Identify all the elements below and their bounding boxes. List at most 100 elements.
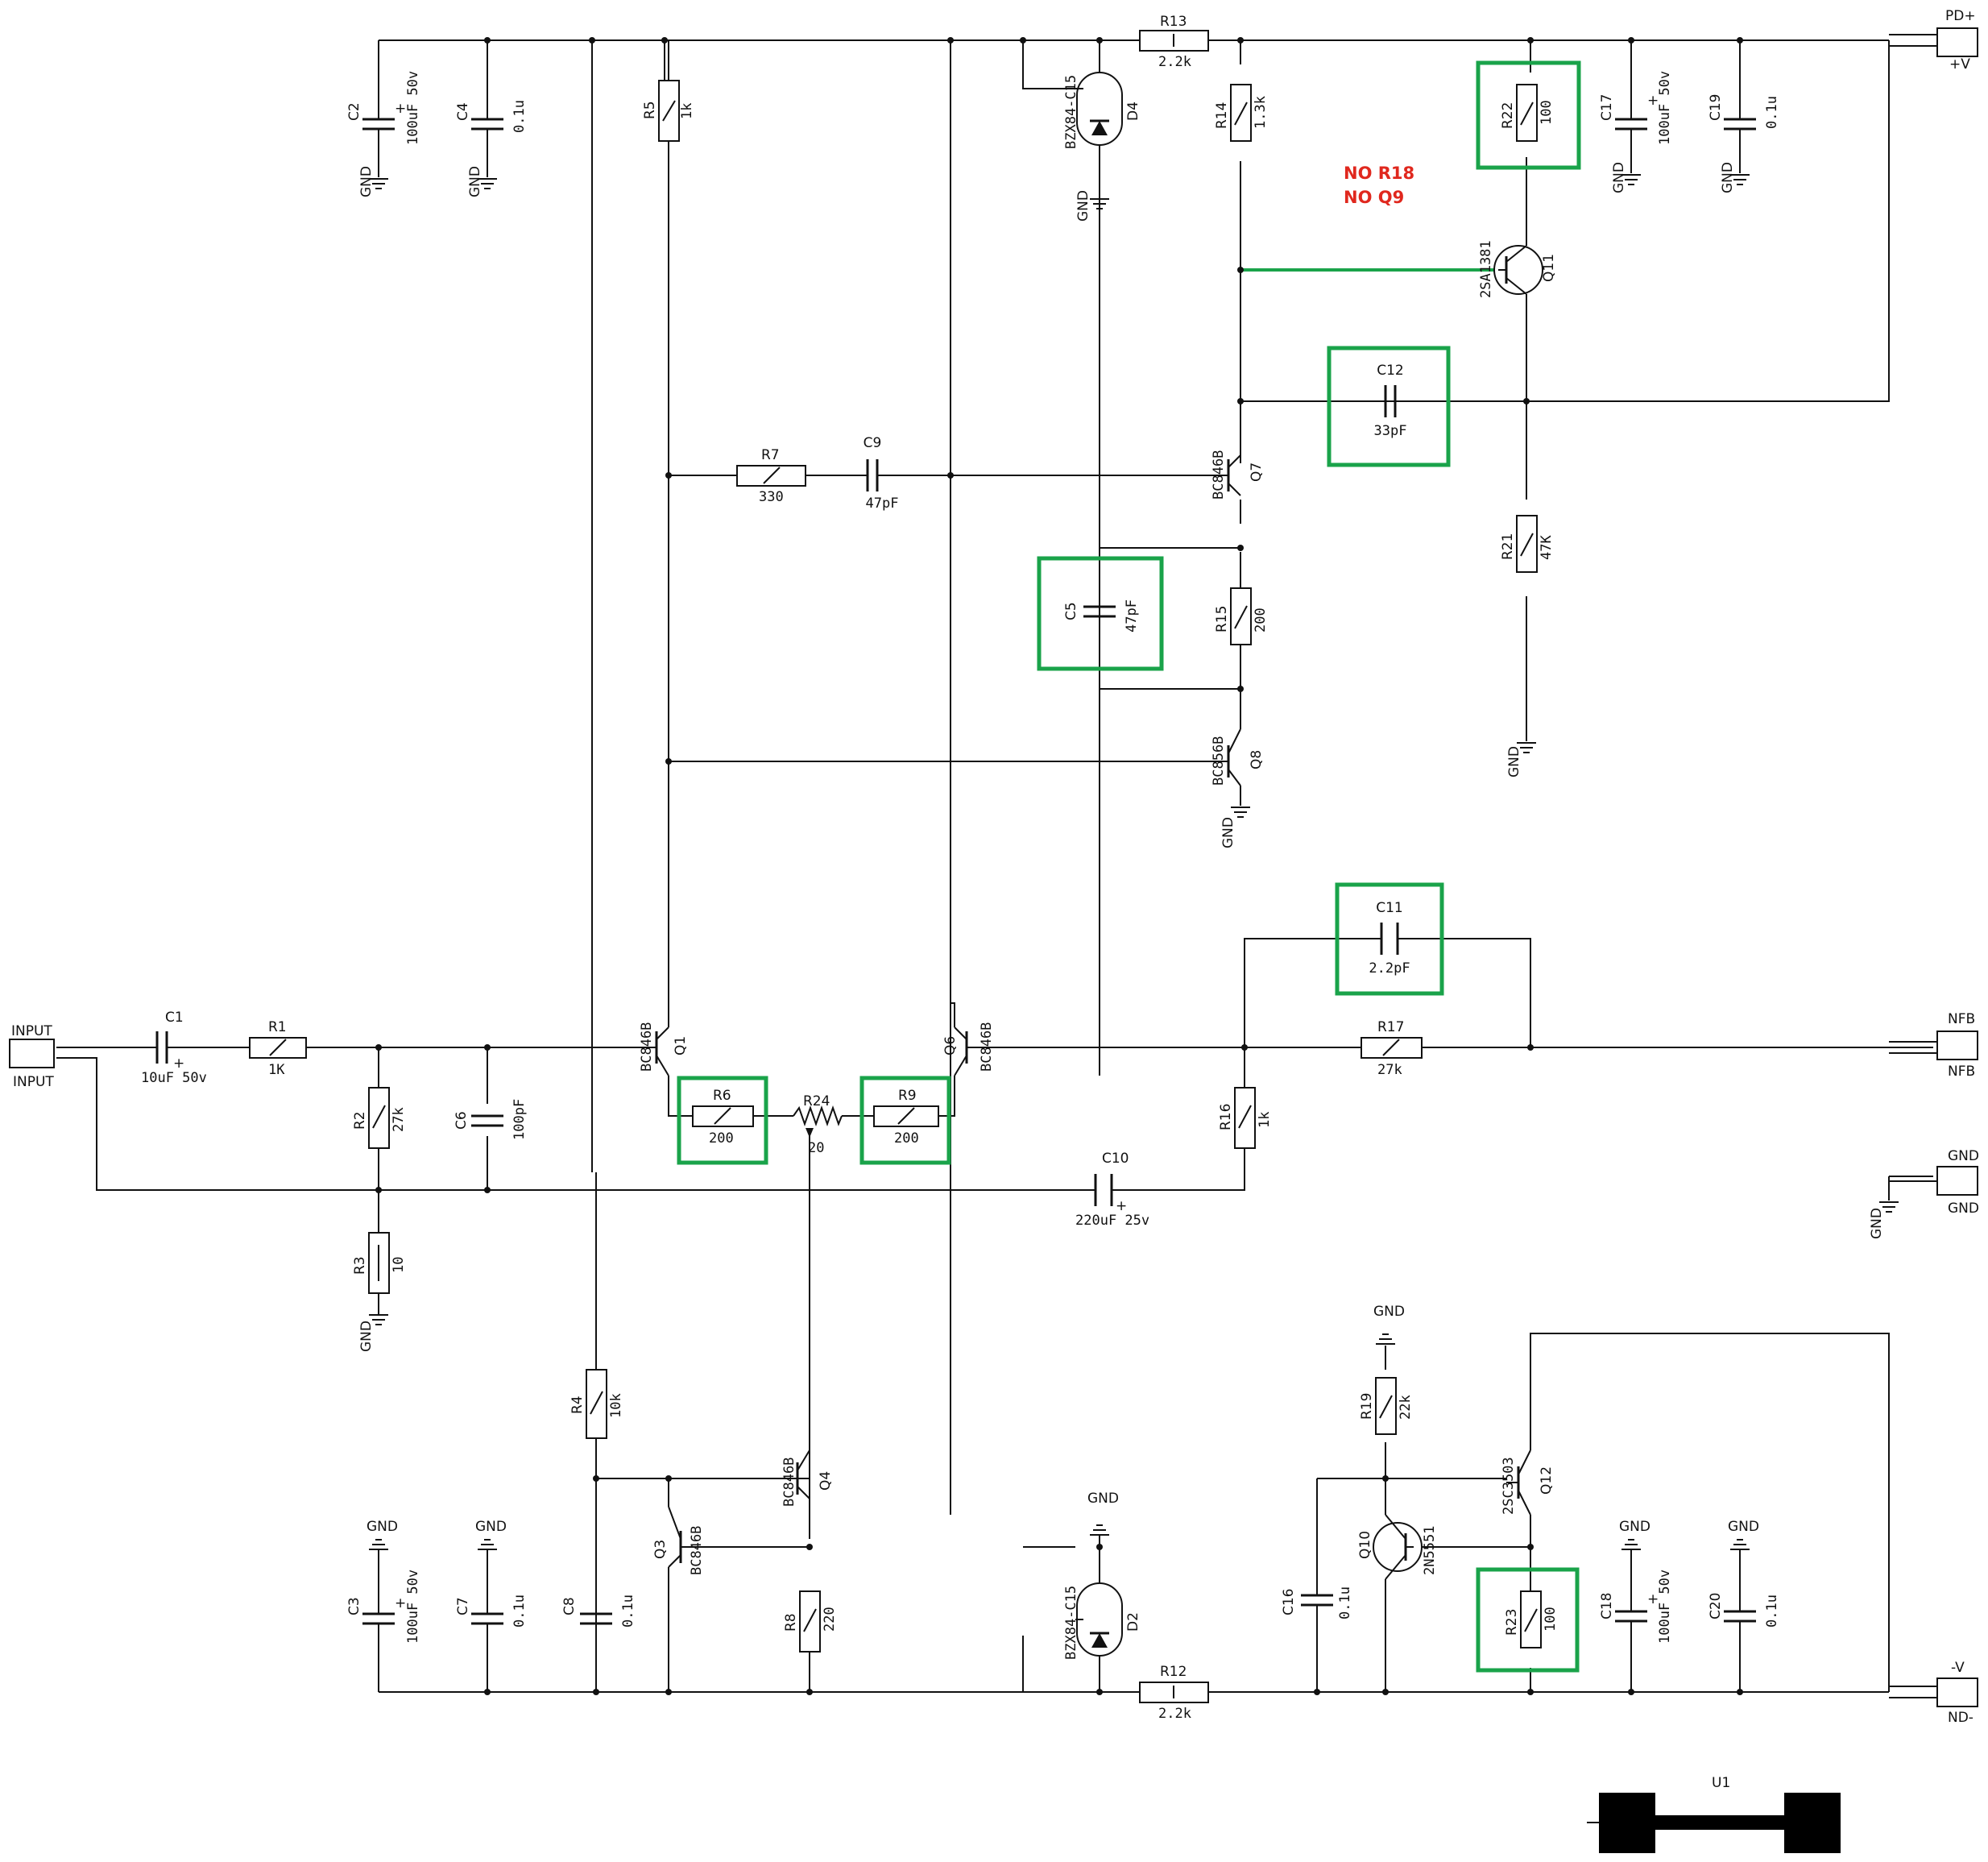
svg-text:C12: C12 — [1377, 363, 1404, 379]
q8-part: BC856B — [1211, 736, 1227, 786]
highlight-r22 — [1476, 60, 1581, 170]
svg-text:C5: C5 — [1063, 602, 1079, 620]
u1-jumper: U1 — [1587, 1775, 1841, 1853]
resistor-r8: R8 220 — [783, 1590, 838, 1653]
c9-value: 47pF — [866, 496, 899, 512]
svg-text:C2: C2 — [346, 102, 362, 121]
junctions — [375, 37, 1743, 1695]
r23-value: 100 — [1543, 1607, 1559, 1632]
connector-pd-plus: PD+ +V — [1889, 8, 1978, 73]
transistor-q8: BC856B Q8 — [1211, 728, 1265, 786]
r5-value: 1k — [679, 103, 695, 119]
svg-text:D2: D2 — [1125, 1612, 1141, 1632]
r2-value: 27k — [391, 1107, 407, 1132]
nd-minus-label: ND- — [1948, 1710, 1974, 1726]
r4-value: 10k — [608, 1393, 624, 1418]
d2-part: BZX84-C15 — [1063, 1586, 1079, 1660]
resistor-r15: R15 200 — [1214, 568, 1269, 693]
r14-value: 1.3k — [1253, 96, 1269, 129]
transistor-q12: 2SC3503 Q12 — [1501, 1449, 1555, 1516]
svg-text:R14: R14 — [1214, 102, 1230, 129]
q3-part: BC846B — [689, 1526, 705, 1575]
transistor-q11: 2SA1381 Q11 — [1478, 240, 1557, 298]
svg-text:GND: GND — [1720, 162, 1736, 193]
cap-c19: C19 0.1u — [1708, 81, 1780, 173]
svg-text:C11: C11 — [1376, 900, 1403, 916]
c16-value: 0.1u — [1337, 1586, 1353, 1619]
svg-text:C7: C7 — [455, 1597, 471, 1615]
cap-c8: C8 0.1u — [561, 1595, 636, 1628]
svg-text:C16: C16 — [1281, 1588, 1297, 1615]
nfb-label-bottom: NFB — [1948, 1064, 1975, 1080]
svg-text:R2: R2 — [352, 1111, 368, 1130]
connector-input: INPUT INPUT — [9, 1023, 55, 1090]
cap-c2: C2 100uF 50v + — [346, 64, 421, 177]
resistor-r2: R2 27k — [352, 1087, 407, 1149]
q1-part: BC846B — [639, 1022, 655, 1072]
wires — [56, 39, 1933, 1693]
resistor-r12: R12 2.2k — [1139, 1664, 1209, 1722]
transistor-q6: Q6 BC846B — [942, 1002, 995, 1076]
svg-text:Q12: Q12 — [1539, 1466, 1555, 1495]
svg-text:+: + — [395, 101, 406, 117]
svg-text:C9: C9 — [864, 435, 882, 451]
svg-text:R3: R3 — [352, 1256, 368, 1275]
c19-value: 0.1u — [1764, 96, 1780, 129]
svg-text:R4: R4 — [569, 1395, 586, 1414]
svg-text:Q10: Q10 — [1357, 1531, 1373, 1559]
svg-text:R17: R17 — [1377, 1019, 1404, 1035]
cap-c6: C6 100pF — [454, 1099, 528, 1140]
svg-text:+: + — [1647, 1591, 1659, 1607]
transistor-q4: BC846B Q4 — [781, 1449, 834, 1539]
svg-text:C3: C3 — [346, 1597, 362, 1615]
r17-value: 27k — [1377, 1062, 1402, 1078]
r1-value: 1K — [268, 1062, 285, 1078]
r22-value: 100 — [1539, 100, 1555, 125]
svg-text:R21: R21 — [1500, 533, 1516, 560]
resistor-r19: R19 22k — [1359, 1377, 1414, 1435]
cap-c1: C1 10uF 50v + — [141, 1010, 207, 1086]
gnd-symbols: GND GND GND GND GND GND GND GND GND GND … — [358, 162, 1899, 1614]
resistor-r1: R1 1K — [249, 1019, 307, 1078]
nfb-label-top: NFB — [1948, 1011, 1975, 1027]
svg-text:D4: D4 — [1125, 102, 1141, 121]
svg-text:+: + — [173, 1055, 184, 1072]
svg-text:R9: R9 — [898, 1088, 917, 1104]
c20-value: 0.1u — [1764, 1595, 1780, 1628]
highlight-boxes — [677, 60, 1581, 1673]
svg-text:C20: C20 — [1708, 1592, 1724, 1619]
cap-c12: C12 33pF — [1374, 363, 1407, 439]
svg-text:R12: R12 — [1160, 1664, 1187, 1680]
resistor-r9: R9 200 — [873, 1088, 939, 1147]
svg-text:Q7: Q7 — [1249, 462, 1265, 482]
c18-value: 100uF 50v — [1657, 1570, 1673, 1644]
svg-text:R1: R1 — [268, 1019, 287, 1035]
svg-text:R24: R24 — [803, 1093, 830, 1109]
svg-text:R16: R16 — [1218, 1104, 1234, 1130]
gnd-conn-label-bottom: GND — [1948, 1201, 1979, 1217]
highlight-c12 — [1327, 346, 1451, 467]
input-label-top: INPUT — [11, 1023, 52, 1039]
svg-text:C17: C17 — [1599, 93, 1615, 121]
svg-text:GND: GND — [1220, 817, 1236, 848]
svg-text:R15: R15 — [1214, 606, 1230, 632]
svg-text:R8: R8 — [783, 1613, 799, 1632]
transistor-q7: BC846B Q7 — [1211, 450, 1265, 500]
resistor-r5: R5 1k — [642, 40, 695, 145]
resistor-r22: R22 100 — [1500, 84, 1555, 142]
r12-value: 2.2k — [1158, 1706, 1191, 1722]
svg-text:GND: GND — [1611, 162, 1627, 193]
resistor-r21: R21 47K — [1500, 515, 1555, 573]
q6-part: BC846B — [979, 1022, 995, 1072]
c7-value: 0.1u — [511, 1595, 528, 1628]
svg-text:C4: C4 — [455, 102, 471, 121]
svg-text:GND: GND — [358, 166, 375, 197]
svg-text:C10: C10 — [1102, 1151, 1129, 1167]
cap-c11: C11 2.2pF — [1369, 900, 1410, 977]
svg-text:C1: C1 — [165, 1010, 184, 1026]
r7-value: 330 — [759, 489, 784, 505]
r13-value: 2.2k — [1158, 54, 1191, 70]
c12-value: 33pF — [1374, 423, 1407, 439]
c5-value: 47pF — [1124, 599, 1140, 632]
